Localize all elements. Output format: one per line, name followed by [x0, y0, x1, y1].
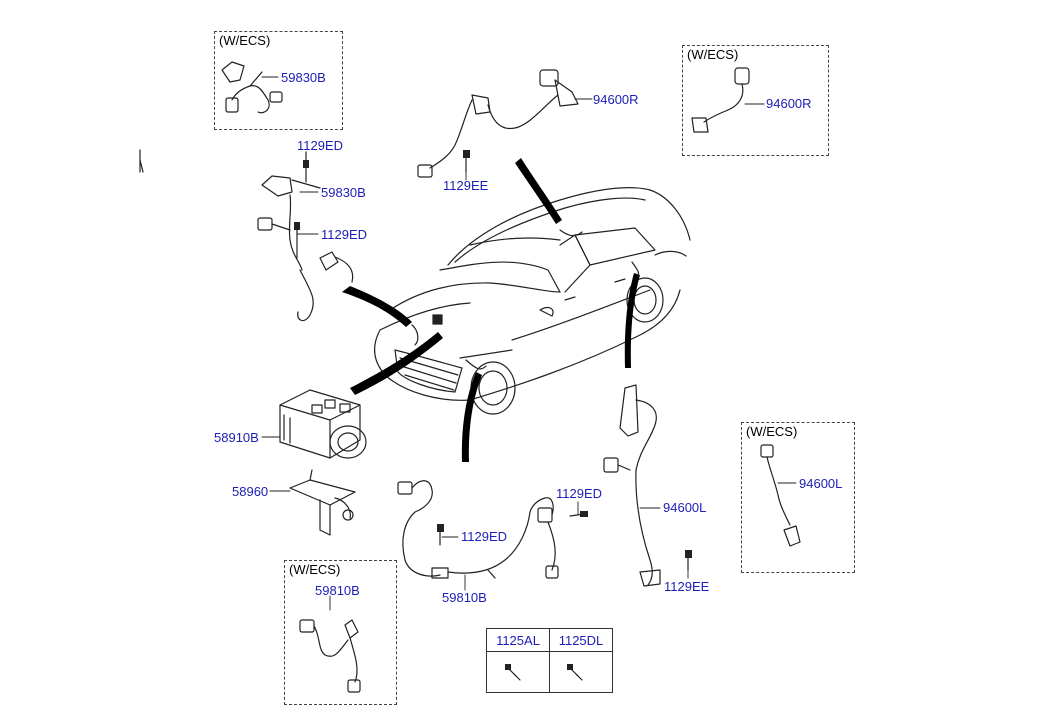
sensor-59830b-ecs-drawing	[221, 61, 283, 114]
ecs-tag-right: (W/ECS)	[746, 424, 798, 439]
label-1129ed-c[interactable]: 1129ED	[461, 529, 508, 544]
label-1129ed-d[interactable]: 1129ED	[556, 486, 603, 501]
sensor-94600r-drawing	[417, 69, 579, 178]
label-1129ee-top[interactable]: 1129EE	[443, 178, 489, 193]
fastener-cell-1125dl	[549, 651, 613, 693]
sensor-94600l-ecs-drawing	[760, 444, 801, 547]
sensor-94600l-drawing	[603, 384, 692, 587]
label-1129ed-a[interactable]: 1129ED	[297, 138, 344, 153]
label-59830b-ecs[interactable]: 59830B	[281, 70, 326, 85]
label-94600r[interactable]: 94600R	[593, 92, 639, 107]
fastener-header-1125al[interactable]: 1125AL	[486, 628, 550, 652]
fastener-cell-1125al	[486, 651, 550, 693]
ecs-tag-bottom-left: (W/ECS)	[289, 562, 341, 577]
ecs-tag-top-left: (W/ECS)	[219, 33, 271, 48]
fastener-header-1125dl[interactable]: 1125DL	[549, 628, 613, 652]
fastener-table: 1125AL 1125DL	[486, 628, 613, 693]
label-94600l[interactable]: 94600L	[663, 500, 707, 515]
ecs-box-59810b	[284, 560, 397, 705]
label-1129ed-b[interactable]: 1129ED	[321, 227, 368, 242]
vehicle-illustration	[374, 187, 691, 415]
ecs-box-94600l	[741, 422, 855, 573]
ecs-box-59830b	[214, 31, 343, 130]
label-94600l-ecs[interactable]: 94600L	[799, 476, 843, 491]
sensor-59830b-drawing	[139, 149, 354, 322]
ecs-tag-top-right: (W/ECS)	[687, 47, 739, 62]
sensor-59810b-ecs-drawing	[299, 619, 361, 693]
label-59810b[interactable]: 59810B	[442, 590, 487, 605]
sensor-59810b-drawing	[397, 480, 588, 579]
label-94600r-ecs[interactable]: 94600R	[766, 96, 812, 111]
leader-lines	[261, 76, 797, 611]
label-1129ee-bottom[interactable]: 1129EE	[664, 579, 710, 594]
label-58960[interactable]: 58960	[232, 484, 269, 499]
label-59830b[interactable]: 59830B	[321, 185, 366, 200]
ecs-box-94600r	[682, 45, 829, 156]
hecu-58910b-drawing	[279, 389, 367, 459]
sensor-94600r-ecs-drawing	[691, 67, 750, 133]
label-59810b-ecs[interactable]: 59810B	[315, 583, 360, 598]
label-58910b[interactable]: 58910B	[214, 430, 259, 445]
bracket-58960-drawing	[289, 469, 356, 536]
pointer-arrows	[342, 158, 640, 462]
